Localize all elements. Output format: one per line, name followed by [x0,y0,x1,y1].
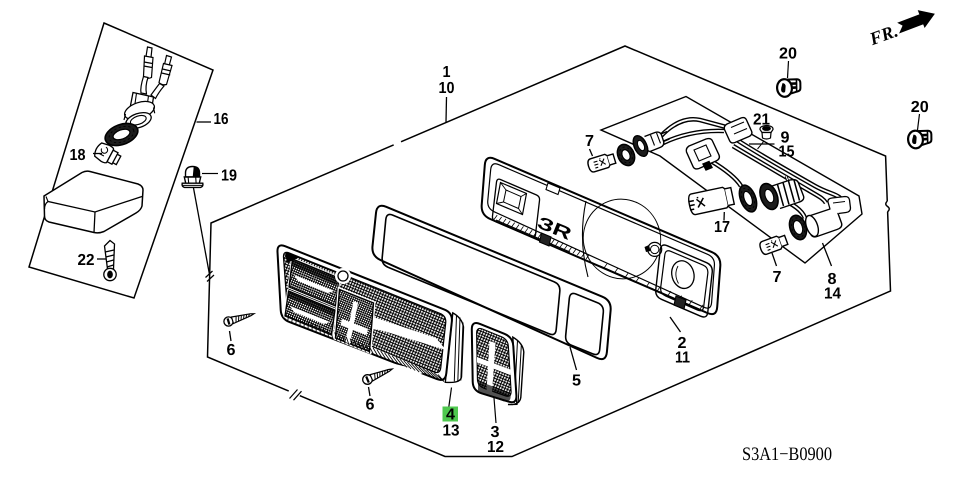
svg-text:S3A1−B0900: S3A1−B0900 [742,444,832,465]
svg-text:21: 21 [753,112,770,129]
svg-text:6: 6 [227,342,236,359]
svg-text:15: 15 [779,144,795,161]
svg-text:6: 6 [366,397,375,414]
svg-text:11: 11 [675,350,690,367]
svg-text:19: 19 [221,168,237,185]
svg-text:10: 10 [439,80,455,97]
svg-text:20: 20 [779,46,797,63]
svg-text:14: 14 [824,286,841,303]
svg-text:13: 13 [443,423,460,440]
svg-text:20: 20 [911,99,929,116]
svg-text:16: 16 [214,111,229,128]
svg-text:4: 4 [446,407,455,424]
svg-text:7: 7 [773,269,782,286]
svg-text:12: 12 [487,439,504,456]
svg-text:7: 7 [585,133,594,150]
svg-text:18: 18 [70,147,86,164]
svg-text:22: 22 [78,252,95,269]
svg-text:1: 1 [443,64,451,81]
svg-text:17: 17 [714,219,730,236]
svg-text:5: 5 [572,373,581,390]
